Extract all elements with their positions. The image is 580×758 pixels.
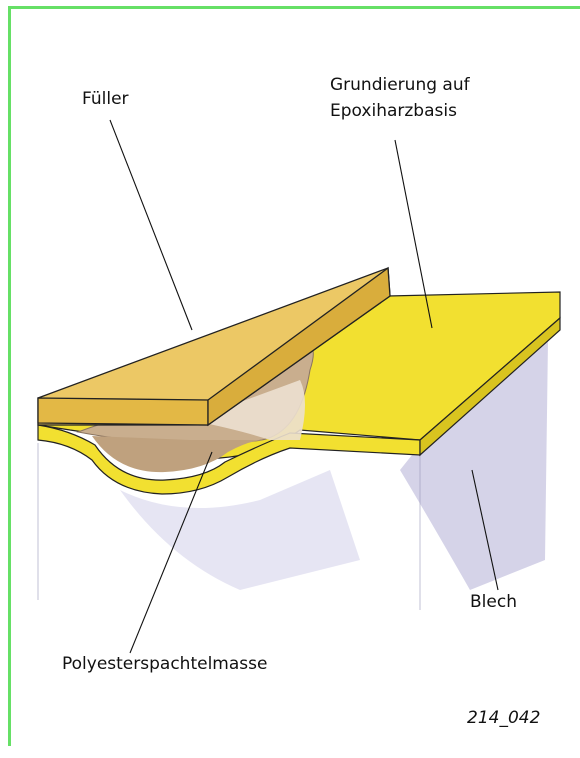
label-sheet: Blech	[470, 590, 517, 614]
label-filler: Füller	[82, 87, 129, 111]
filler-front-edge	[38, 398, 208, 425]
leader-line-filler	[110, 120, 192, 330]
label-putty: Polyesterspachtelmasse	[62, 652, 267, 676]
figure-code: 214_042	[467, 708, 540, 728]
label-primer-line2: Epoxiharzbasis	[330, 99, 457, 123]
label-primer-line1: Grundierung auf	[330, 73, 470, 97]
